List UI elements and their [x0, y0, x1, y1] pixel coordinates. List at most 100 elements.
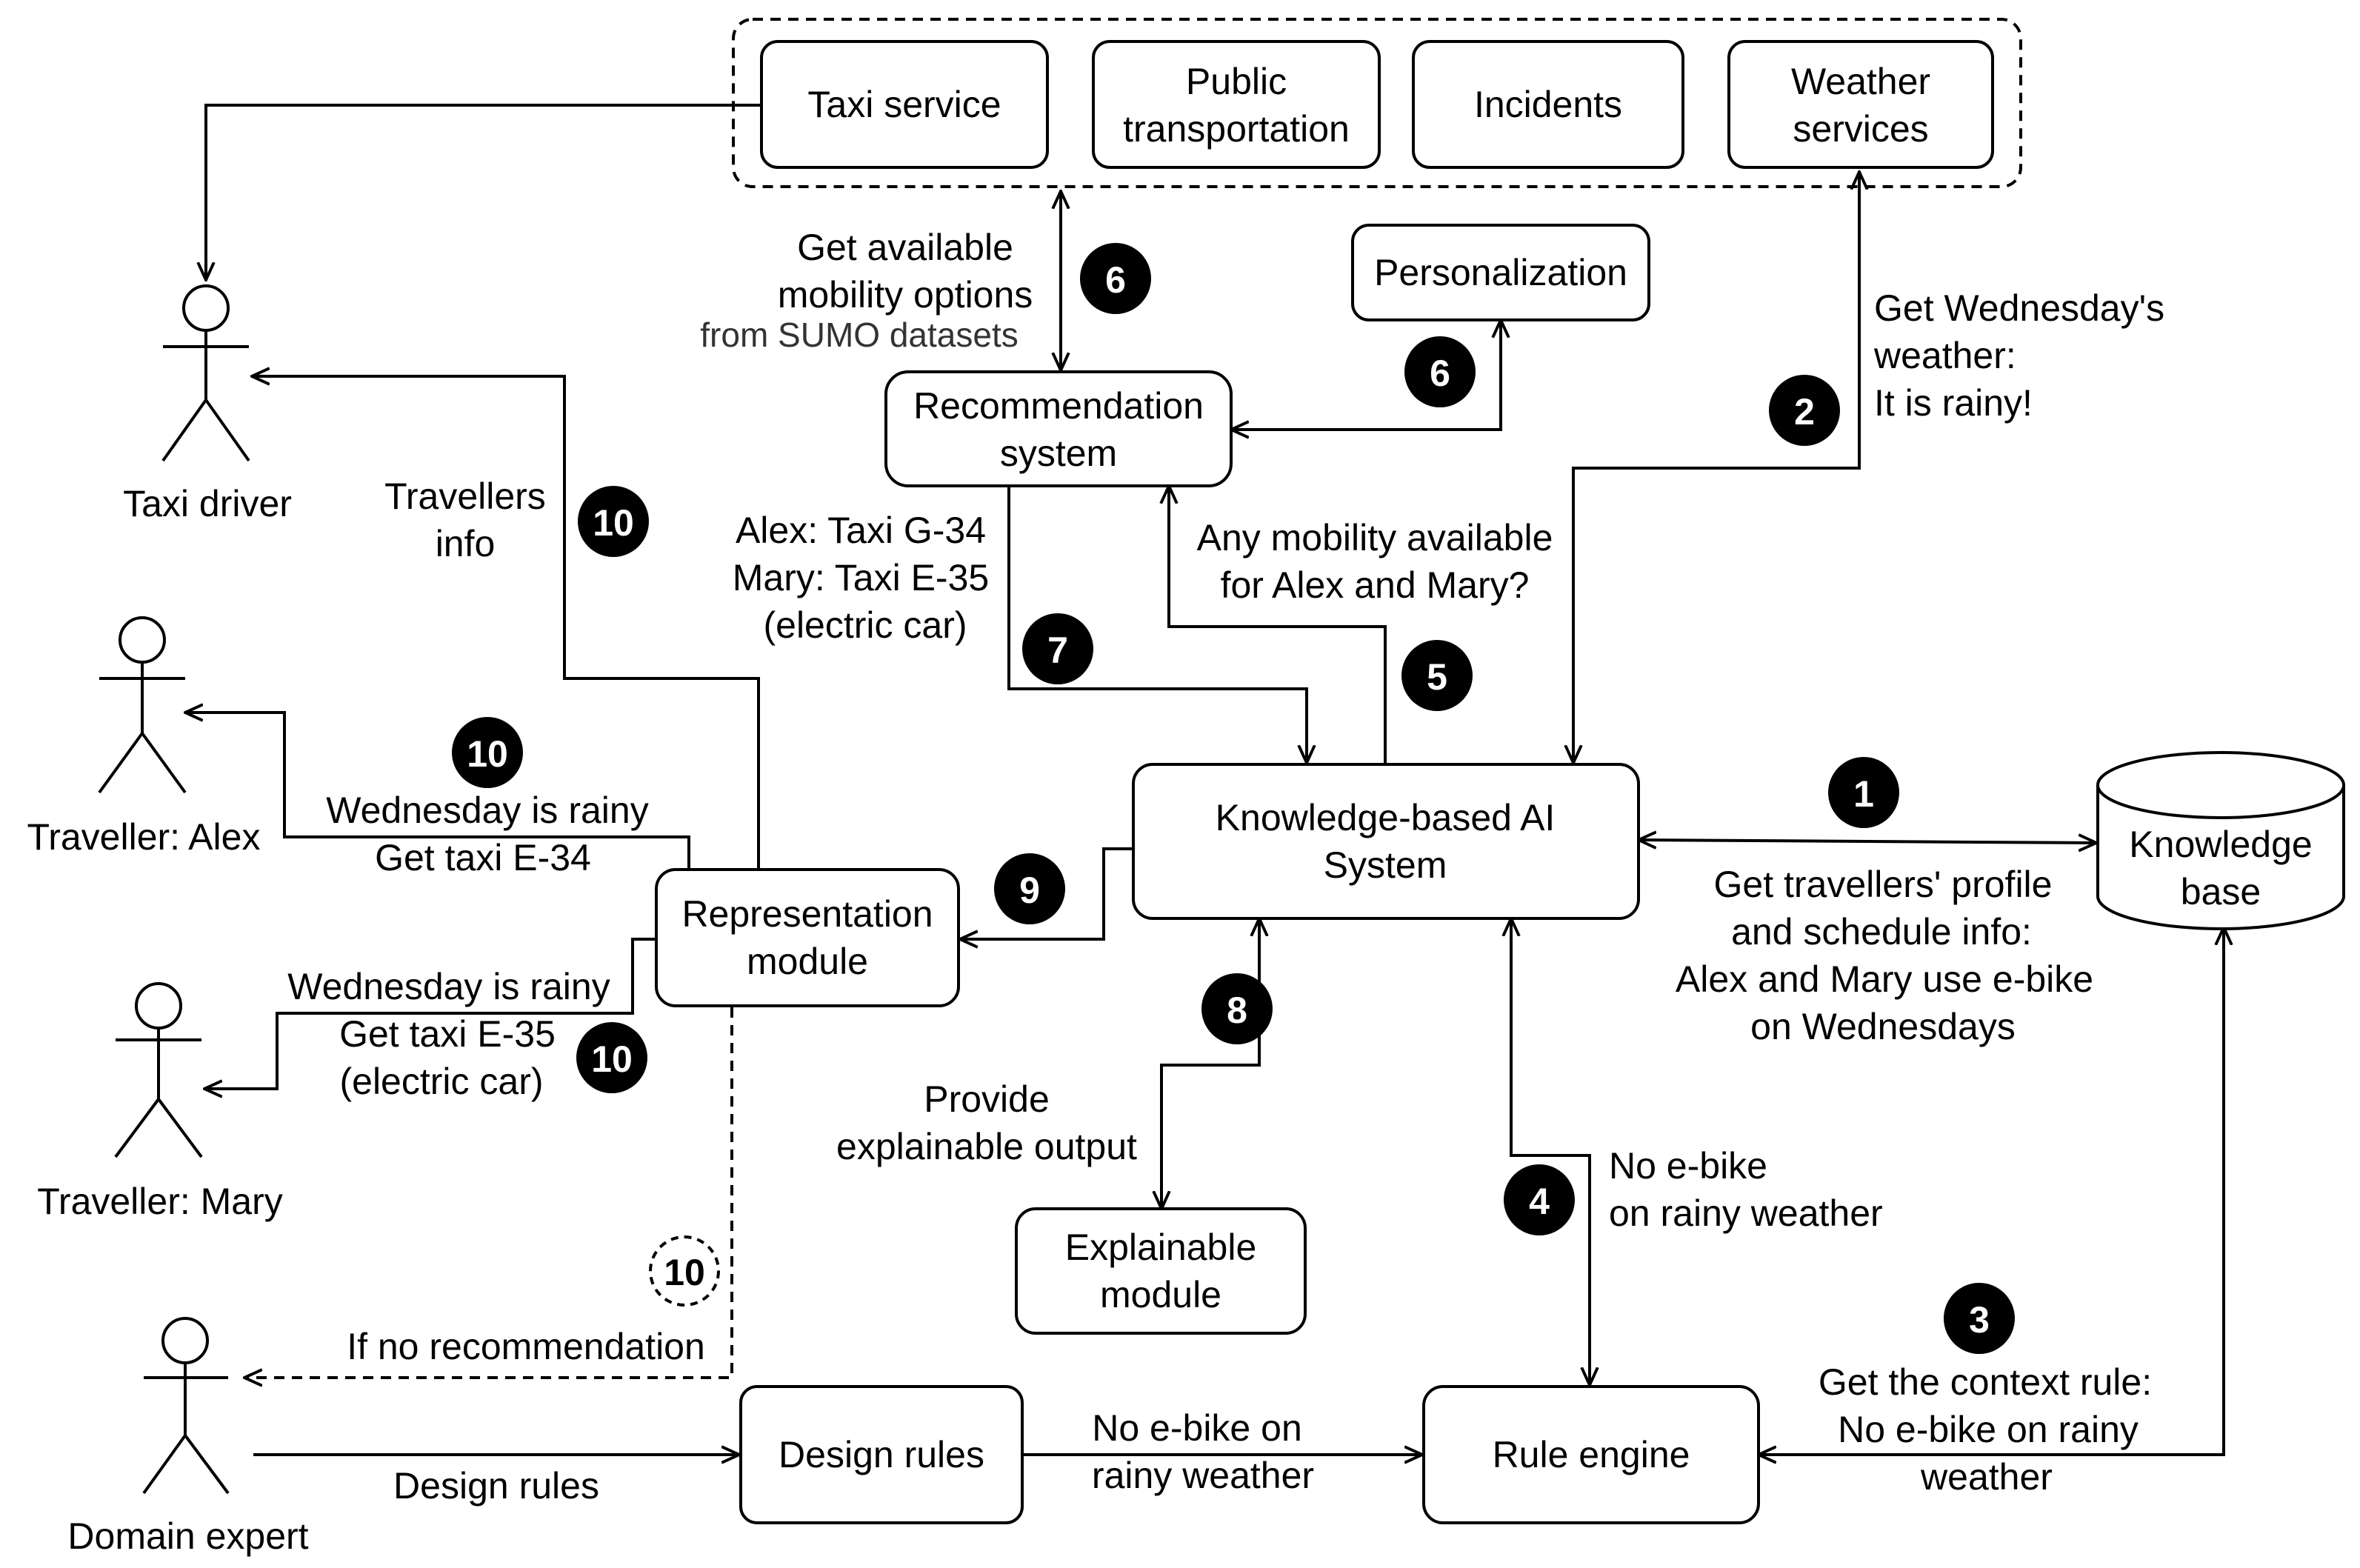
representation-module-box[interactable]: Representation module [655, 868, 960, 1007]
traveller-alex-label: Traveller: Alex [27, 816, 261, 858]
knowledge-base-cylinder[interactable]: Knowledge base [2096, 751, 2345, 930]
edge-kbai-explainable [1161, 918, 1259, 1209]
rule-engine-box[interactable]: Rule engine [1422, 1385, 1760, 1524]
taxi-driver-label: Taxi driver [123, 483, 292, 524]
knowledge-based-ai-label-2: System [1324, 844, 1447, 886]
stick-figure-icon [114, 982, 203, 1158]
edge-weather-kbai [1573, 172, 1859, 763]
taxi-driver-actor[interactable]: Taxi driver [123, 284, 292, 524]
no-ebike-edge-label-2: rainy weather [1092, 1455, 1314, 1496]
stick-figure-icon [161, 284, 250, 462]
step-badge-8: 8 [1201, 973, 1273, 1044]
knowledge-based-ai-box[interactable]: Knowledge-based AI System [1132, 763, 1640, 920]
stick-figure-icon [142, 1317, 230, 1495]
step-badge-4: 4 [1504, 1164, 1575, 1235]
get-mobility-label-2: mobility options [778, 274, 1033, 316]
weather-services-box[interactable]: Weather services [1727, 40, 1994, 169]
traveller-mary-actor[interactable]: Traveller: Mary [37, 982, 283, 1222]
mary-msg-label-2: Get taxi E-35 [339, 1013, 556, 1055]
weather-services-label-2: services [1793, 108, 1928, 150]
svg-text:3: 3 [1969, 1299, 1990, 1341]
get-weather-label-1: Get Wednesday's [1874, 287, 2164, 329]
incidents-label: Incidents [1474, 84, 1622, 125]
explainable-output-label-1: Provide [924, 1078, 1050, 1120]
knowledge-base-label-1: Knowledge [2129, 824, 2312, 865]
edge-personalization-recommendation [1231, 320, 1501, 430]
edge-kbai-to-recommendation [1169, 486, 1387, 763]
personalization-label: Personalization [1374, 252, 1627, 293]
edge-representation-to-expert [244, 1007, 733, 1378]
svg-text:7: 7 [1047, 630, 1068, 671]
svg-text:6: 6 [1430, 353, 1450, 394]
step-badge-7: 7 [1022, 613, 1093, 684]
svg-text:4: 4 [1529, 1181, 1550, 1222]
knowledge-base-label-2: base [2181, 871, 2261, 913]
travellers-info-label-2: info [436, 523, 496, 564]
no-ebike-rainy-label-2: on rainy weather [1609, 1192, 1883, 1234]
no-ebike-edge-label-1: No e-bike on [1092, 1407, 1302, 1449]
edge-recommendation-to-kbai [1007, 486, 1307, 763]
step-badge-10-expert-dashed: 10 [649, 1235, 720, 1307]
taxi-assign-label-2: Mary: Taxi E-35 [733, 557, 989, 598]
profile-info-label-2: and schedule info: [1731, 911, 2032, 953]
data-sources-group [732, 18, 2022, 188]
taxi-assign-label-1: Alex: Taxi G-34 [736, 510, 986, 551]
design-rules-box[interactable]: Design rules [739, 1385, 1024, 1524]
personalization-box[interactable]: Personalization [1351, 224, 1650, 321]
travellers-info-label-1: Travellers [384, 476, 546, 517]
design-rules-label: Design rules [779, 1434, 984, 1475]
svg-text:10: 10 [591, 1038, 633, 1080]
public-transportation-label-2: transportation [1123, 108, 1350, 150]
alex-msg-label-2: Get taxi E-34 [375, 837, 591, 878]
edge-representation-to-alex [185, 713, 690, 868]
taxi-assign-label-3: (electric car) [763, 604, 967, 646]
knowledge-based-ai-label-1: Knowledge-based AI [1216, 797, 1556, 838]
recommendation-system-label-1: Recommendation [913, 385, 1204, 427]
edge-labels: Get available mobility options from SUMO… [287, 227, 2164, 1507]
context-rule-label-1: Get the context rule: [1819, 1361, 2152, 1403]
step-badge-1: 1 [1828, 757, 1899, 828]
from-sumo-label: from SUMO datasets [700, 316, 1018, 354]
incidents-box[interactable]: Incidents [1412, 40, 1684, 169]
step-badge-5: 5 [1401, 640, 1473, 711]
edge-representation-to-driver [252, 376, 760, 868]
svg-text:9: 9 [1019, 870, 1040, 911]
svg-text:10: 10 [664, 1252, 705, 1293]
svg-text:10: 10 [467, 733, 508, 775]
domain-expert-actor[interactable]: Domain expert [67, 1317, 309, 1557]
traveller-alex-actor[interactable]: Traveller: Alex [27, 616, 261, 858]
context-rule-label-2: No e-bike on rainy [1838, 1409, 2139, 1450]
edge-representation-to-mary [204, 938, 656, 1089]
edges [185, 104, 2224, 1455]
step-badge-10-driver: 10 [578, 486, 649, 557]
get-mobility-label-1: Get available [797, 227, 1013, 268]
public-transportation-box[interactable]: Public transportation [1092, 40, 1381, 169]
explainable-module-label-2: module [1100, 1274, 1221, 1315]
context-rule-label-3: weather [1920, 1456, 2053, 1498]
recommendation-system-box[interactable]: Recommendation system [884, 370, 1233, 487]
get-weather-label-2: weather: [1873, 335, 2016, 376]
edge-knowledge-base-rule-engine [1759, 927, 2224, 1455]
traveller-mary-label: Traveller: Mary [37, 1181, 283, 1222]
profile-info-label-1: Get travellers' profile [1714, 864, 2053, 905]
svg-text:10: 10 [593, 502, 634, 544]
public-transportation-label-1: Public [1186, 61, 1287, 102]
edge-taxi-service-to-driver [206, 104, 761, 280]
edge-kbai-rule-engine [1511, 918, 1590, 1385]
step-badge-3: 3 [1944, 1283, 2015, 1354]
taxi-service-box[interactable]: Taxi service [760, 40, 1049, 169]
any-mobility-label-2: for Alex and Mary? [1221, 564, 1530, 606]
rule-engine-label: Rule engine [1493, 1434, 1690, 1475]
if-no-recommendation-label: If no recommendation [347, 1326, 705, 1367]
explainable-module-box[interactable]: Explainable module [1015, 1207, 1307, 1335]
svg-text:2: 2 [1794, 391, 1815, 433]
representation-module-label-2: module [747, 941, 868, 982]
explainable-module-label-1: Explainable [1065, 1227, 1257, 1268]
stick-figure-icon [98, 616, 187, 794]
edge-kbai-to-representation [960, 847, 1133, 939]
get-weather-label-3: It is rainy! [1874, 382, 2033, 424]
taxi-service-label: Taxi service [807, 84, 1001, 125]
no-ebike-rainy-label-1: No e-bike [1609, 1145, 1767, 1187]
step-badge-6-personalization: 6 [1404, 336, 1476, 407]
